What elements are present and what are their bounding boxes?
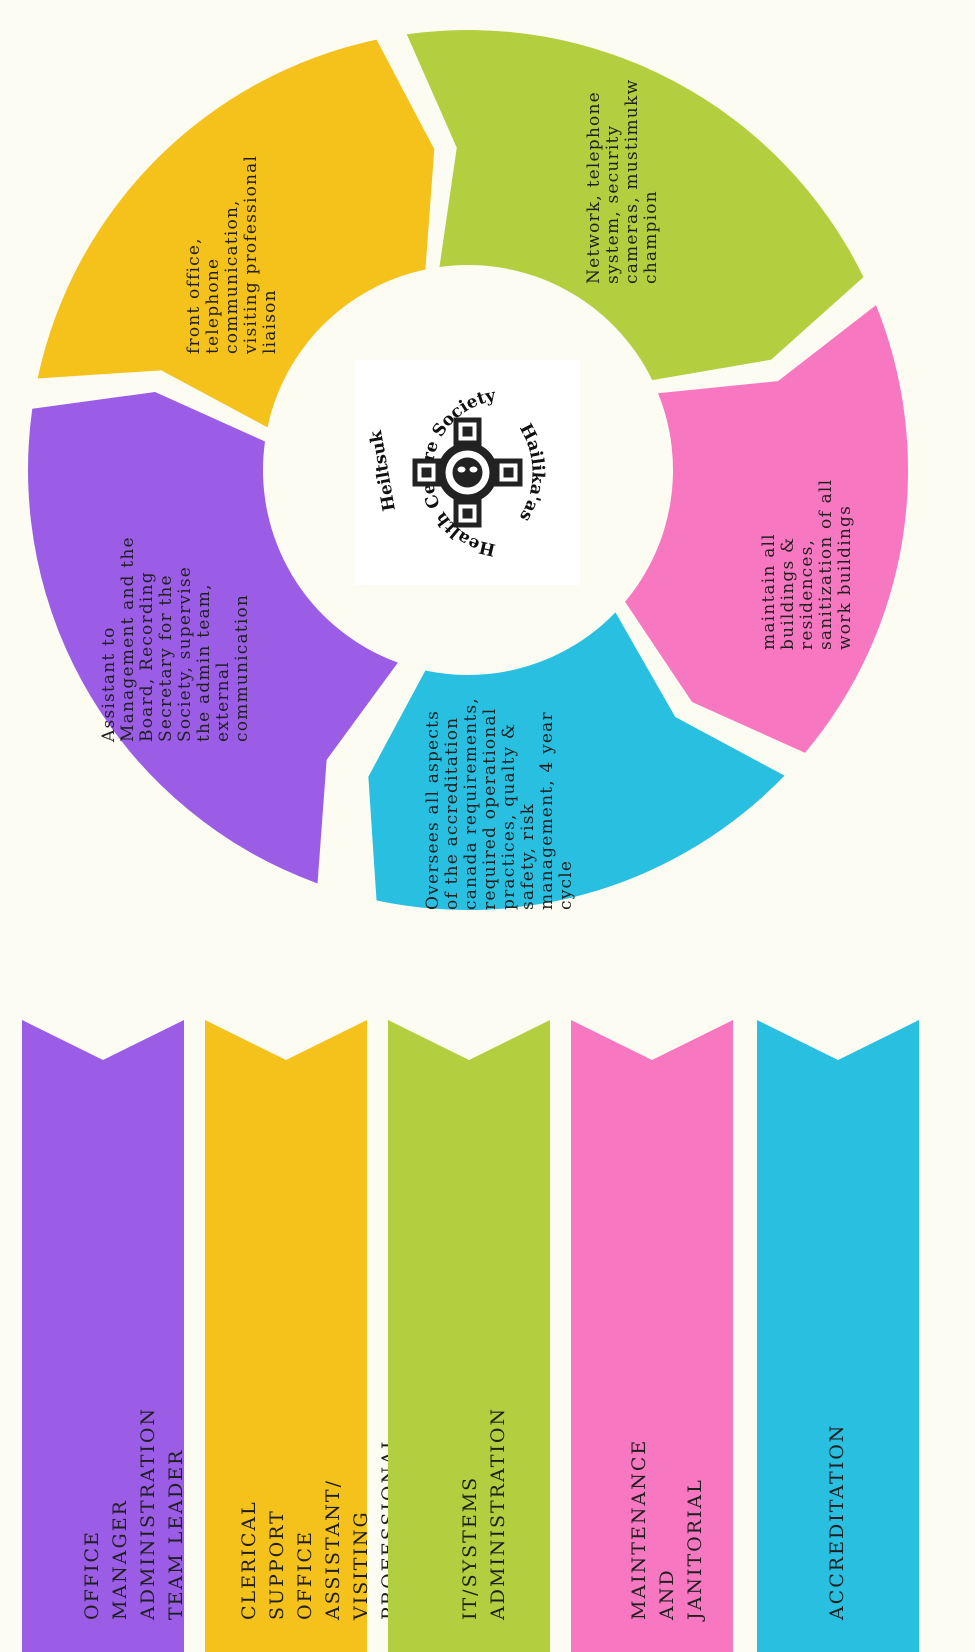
- segment-text-clerical: front office, telephone communication, v…: [184, 154, 280, 354]
- society-logo: Health Centre Society Hailika'as Heiltsu…: [355, 360, 580, 585]
- segment-maintenance: [625, 305, 908, 753]
- banner-text-maintenance: MAINTENANCE AND JANITORIAL: [628, 1438, 706, 1620]
- segment-accreditation: [368, 612, 785, 910]
- segment-text-maintenance: maintain all buildings & residences, san…: [759, 478, 855, 650]
- segment-text-it: Network, telephone system, security came…: [584, 78, 661, 284]
- banner-text-office-manager: OFFICE MANAGER ADMINISTRATION TEAM LEADE…: [81, 1406, 187, 1620]
- banner-text-accreditation: ACCREDITATION: [826, 1423, 848, 1620]
- segment-text-accreditation: Oversees all aspects of the accreditatio…: [423, 697, 576, 910]
- segment-clerical: [37, 39, 435, 428]
- cross-emblem-icon: [412, 417, 523, 528]
- banner-text-it-systems: IT/SYSTEMS ADMINISTRATION: [459, 1406, 509, 1620]
- segment-text-admin: Assistant to Management and the Board, R…: [99, 536, 252, 742]
- segment-it: [406, 30, 864, 381]
- segment-admin: [28, 391, 398, 884]
